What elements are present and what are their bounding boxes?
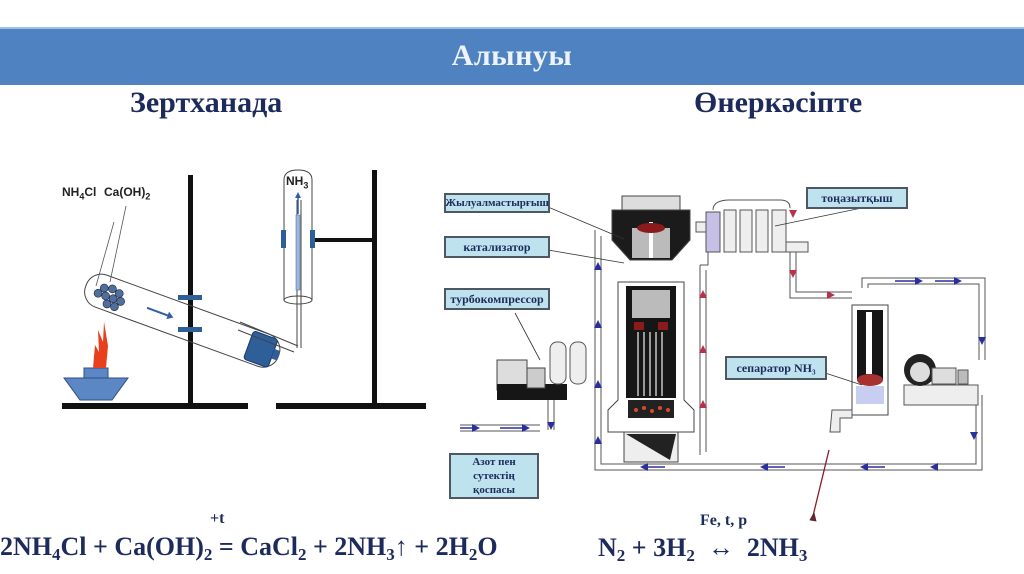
- stand-base-right: [276, 403, 426, 409]
- label-nh3-lab: NH3: [286, 174, 309, 191]
- label-separator: сепаратор NH₃: [725, 356, 827, 380]
- stand-base-left: [62, 403, 248, 409]
- clamp-bottom: [178, 327, 202, 332]
- turbocompressor: [496, 341, 587, 400]
- label-feed-mixture: Азот пен сутектің қоспасы: [449, 453, 539, 499]
- label-caoh2: Ca(OH)2: [104, 185, 151, 202]
- industrial-plant: [460, 195, 986, 522]
- clamp-arm: [313, 238, 375, 242]
- lab-apparatus: [62, 169, 426, 409]
- flow-arrows-red: [699, 210, 835, 408]
- slide-title: Алынуы: [451, 39, 573, 72]
- pipe-network: [460, 230, 986, 471]
- collection-tube: [281, 169, 315, 305]
- industry-heading: Өнеркәсіпте: [694, 86, 863, 119]
- cooler: [695, 199, 809, 253]
- stand-rod-left: [188, 175, 193, 407]
- label-turbocompressor: турбокомпрессор: [444, 288, 550, 310]
- reagent-granules: [93, 283, 125, 311]
- label-pointers: [514, 198, 906, 522]
- heater-glow: [634, 406, 670, 413]
- test-tube: [84, 273, 281, 368]
- flame-icon: [93, 322, 108, 368]
- label-cooler: тоңазытқыш: [806, 187, 908, 209]
- flow-lines-blue: [460, 280, 954, 468]
- stand-rod-right: [372, 170, 377, 407]
- industry-equation: N2 + 3H2 ↔ 2NH3: [598, 533, 808, 565]
- lab-equation: 2NH4Cl + Ca(OH)2 = CaCl2 + 2NH3↑ + 2H2O: [0, 532, 498, 564]
- pointer-line-caoh2: [109, 205, 127, 283]
- laboratory-heading: Зертханада: [130, 86, 283, 119]
- gas-flow-arrow: [146, 306, 169, 317]
- circulation-pump: [903, 354, 979, 406]
- industry-reaction-condition: Fe, t, p: [700, 512, 748, 529]
- lab-reaction-condition: +t: [210, 510, 225, 527]
- pointer-line-nh4cl: [95, 221, 115, 287]
- ammonia-separator: [829, 304, 889, 433]
- synthesis-reactor: [607, 195, 695, 463]
- clamp-top: [178, 295, 202, 300]
- title-banner: Алынуы: [0, 27, 1024, 85]
- label-heat-exchanger: Жылуалмастырғыш: [444, 193, 550, 213]
- label-nh4cl: NH4Cl: [62, 185, 97, 202]
- flow-arrows-blue: [472, 262, 986, 471]
- label-catalyst: катализатор: [444, 236, 550, 258]
- spirit-lamp: [63, 322, 129, 401]
